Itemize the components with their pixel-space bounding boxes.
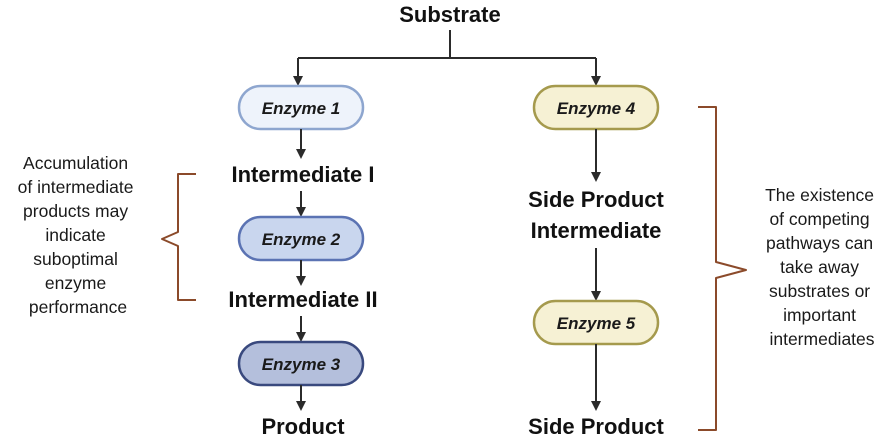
left-note-line: products may xyxy=(23,201,128,221)
main-pathway: Enzyme 1 Intermediate I Enzyme 2 Interme… xyxy=(228,84,378,439)
right-note-line: The existence xyxy=(765,185,874,205)
right-note-line: substrates or xyxy=(769,281,870,301)
left-note-line: suboptimal xyxy=(33,249,118,269)
enzyme-2-label: Enzyme 2 xyxy=(262,230,341,249)
left-note-line: Accumulation xyxy=(23,153,128,173)
left-brace xyxy=(161,173,196,301)
substrate-label: Substrate xyxy=(399,2,500,27)
enzyme-4-label: Enzyme 4 xyxy=(557,99,636,118)
intermediate-2-label: Intermediate II xyxy=(228,287,377,312)
left-note-line: performance xyxy=(29,297,127,317)
side-pathway: Enzyme 4 Side Product Intermediate Enzym… xyxy=(528,84,665,439)
right-note-line: of competing xyxy=(769,209,869,229)
intermediate-1-label: Intermediate I xyxy=(231,162,374,187)
right-note-line: take away xyxy=(780,257,859,277)
right-brace xyxy=(698,106,747,431)
side-product-intermediate-line2: Intermediate xyxy=(531,218,662,243)
right-note-line: intermediates xyxy=(769,329,874,349)
left-note-line: enzyme xyxy=(45,273,106,293)
left-annotation: Accumulation of intermediate products ma… xyxy=(18,153,139,317)
right-annotation: The existence of competing pathways can … xyxy=(765,185,879,349)
right-note-line: pathways can xyxy=(766,233,873,253)
branch-connector xyxy=(293,30,601,86)
left-note-line: of intermediate xyxy=(18,177,134,197)
right-note-line: important xyxy=(783,305,856,325)
enzyme-1-label: Enzyme 1 xyxy=(262,99,340,118)
enzyme-5-label: Enzyme 5 xyxy=(557,314,636,333)
enzyme-3-label: Enzyme 3 xyxy=(262,355,341,374)
left-note-line: indicate xyxy=(45,225,105,245)
side-product-label: Side Product xyxy=(528,414,664,439)
product-label: Product xyxy=(261,414,345,439)
side-product-intermediate-line1: Side Product xyxy=(528,187,664,212)
